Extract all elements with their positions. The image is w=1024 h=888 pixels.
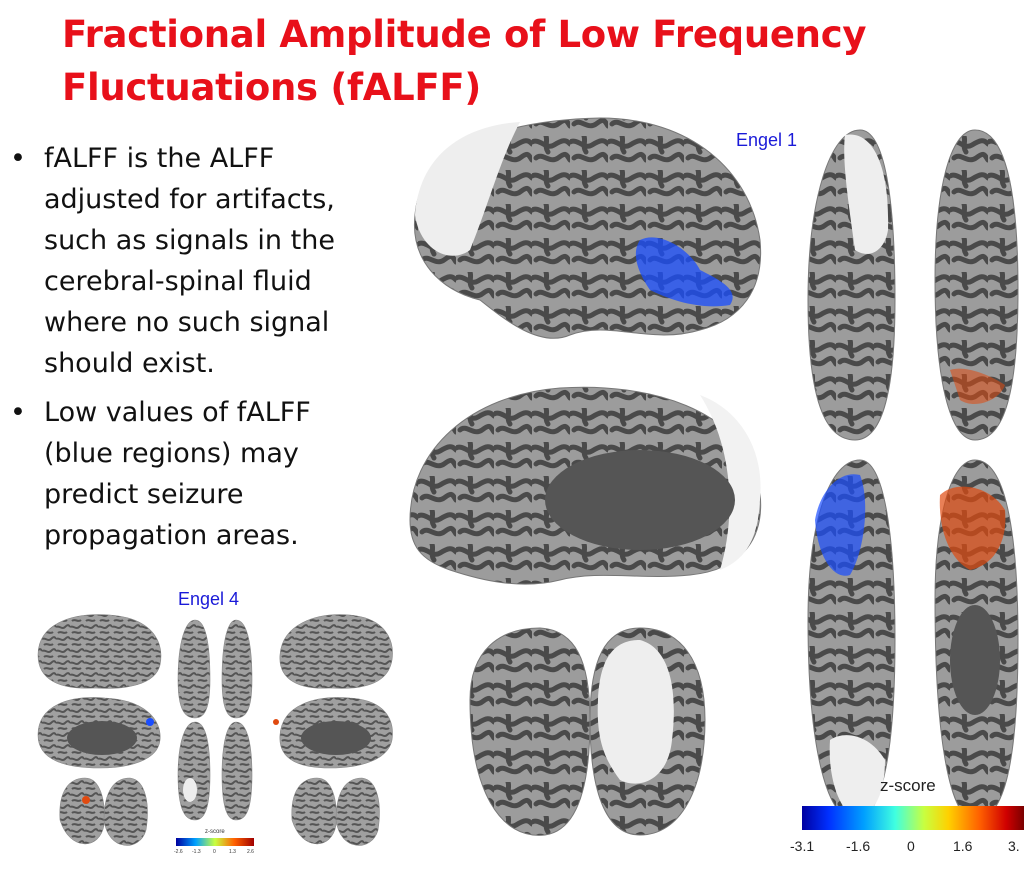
bullet-list: • fALFF is the ALFF adjusted for artifac…: [10, 138, 370, 564]
brain-lateral-view: [413, 117, 762, 339]
bullet-text: Low values of fALFF (blue regions) may p…: [44, 397, 311, 551]
colorbar-tick: 1.6: [953, 838, 973, 854]
small-colorbar-tick: -1.3: [192, 849, 201, 855]
bullet-text: fALFF is the ALFF adjusted for artifacts…: [44, 143, 335, 379]
engel1-label: Engel 1: [736, 130, 798, 150]
small-zscore-colorbar: [176, 838, 254, 846]
engel4-label: Engel 4: [178, 589, 240, 609]
brain-ventral-view: [807, 129, 1019, 441]
small-colorbar-tick: 1.3: [229, 849, 236, 855]
brain-medial-view: [409, 386, 762, 585]
engel4-thumbnail-panel: [37, 614, 393, 846]
slide-title: Fractional Amplitude of Low Frequency Fl…: [62, 13, 867, 109]
small-colorbar-tick: 0: [213, 849, 216, 855]
brain-posterior-view: [469, 627, 706, 836]
bullet-icon: •: [10, 143, 26, 174]
bullet-item: • Low values of fALFF (blue regions) may…: [10, 392, 370, 556]
colorbar-tick: 0: [907, 838, 915, 854]
colorbar-tick: -3.1: [790, 838, 815, 854]
bullet-icon: •: [10, 397, 26, 428]
small-colorbar-title: z-score: [205, 829, 225, 835]
zscore-colorbar: [802, 806, 1024, 830]
colorbar-tick: 3.: [1008, 838, 1020, 854]
brain-dorsal-view: [807, 459, 1019, 821]
colorbar-title: z-score: [880, 776, 936, 795]
bullet-item: • fALFF is the ALFF adjusted for artifac…: [10, 138, 370, 384]
small-colorbar-tick: 2.6: [247, 849, 254, 855]
colorbar-tick: -1.6: [846, 838, 871, 854]
small-colorbar-tick: -2.6: [174, 849, 183, 855]
